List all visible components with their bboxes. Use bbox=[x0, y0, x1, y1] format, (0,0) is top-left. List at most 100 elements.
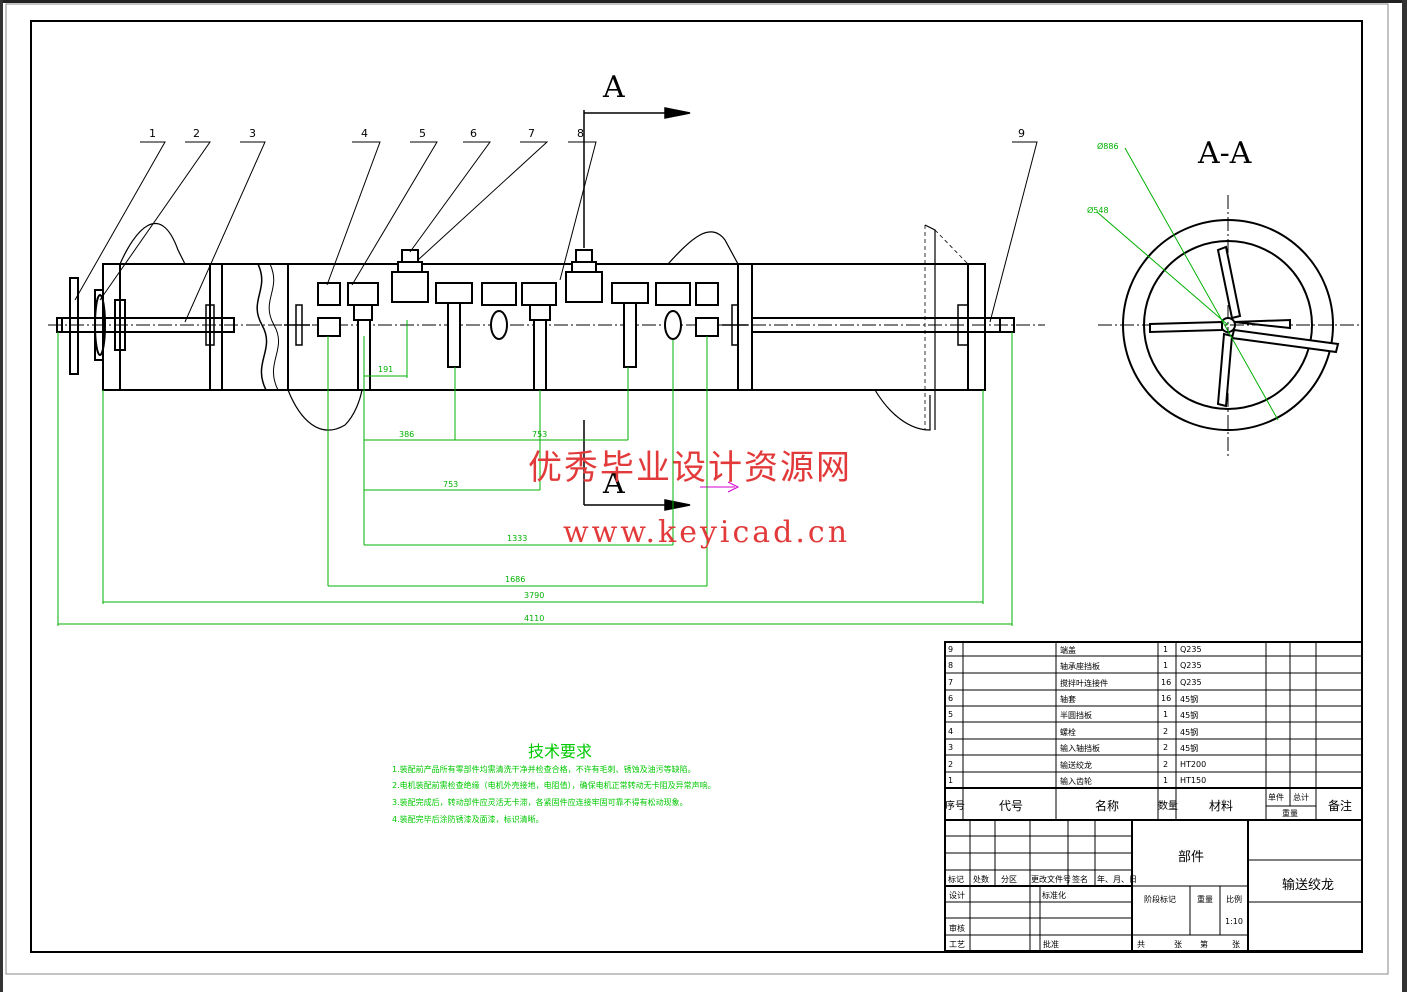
bom-mat: 45钢 bbox=[1180, 728, 1199, 737]
tech-line-2: 2.电机装配前需检查绝缘（电机外壳接地，电阻值），确保电机正常转动无卡阻及异常声… bbox=[392, 781, 716, 790]
bom-no: 8 bbox=[948, 661, 954, 670]
bom-header-code: 代号 bbox=[999, 799, 1024, 813]
bom-qty: 16 bbox=[1161, 678, 1172, 687]
tb-sheet-no: 第 bbox=[1200, 940, 1208, 949]
bom-mat: 45钢 bbox=[1180, 695, 1199, 704]
dia-inner-label: Ø548 bbox=[1087, 206, 1109, 215]
tb-date: 年、月、日 bbox=[1097, 875, 1137, 884]
balloon-1: 1 bbox=[149, 127, 156, 140]
bom-no: 5 bbox=[948, 710, 954, 719]
tb-sheet-of: 张 bbox=[1174, 940, 1182, 949]
cut-label-top: A bbox=[603, 70, 625, 105]
tb-count: 处数 bbox=[973, 875, 989, 884]
bom-qty: 2 bbox=[1163, 727, 1169, 736]
section-cut-line bbox=[583, 107, 691, 511]
dimension-lines bbox=[57, 320, 1013, 626]
bom-header-total: 总计 bbox=[1293, 793, 1309, 802]
tb-scale-value: 1:10 bbox=[1225, 917, 1243, 926]
bom-no: 6 bbox=[948, 694, 954, 703]
dim-753-a: 753 bbox=[532, 430, 548, 439]
tb-scale: 比例 bbox=[1226, 895, 1242, 904]
watermark-url[interactable]: www.keyicad.cn bbox=[563, 515, 851, 550]
balloon-8: 8 bbox=[577, 127, 584, 140]
tb-process: 工艺 bbox=[949, 940, 965, 949]
bom-qty: 2 bbox=[1163, 743, 1169, 752]
tb-standard: 标准化 bbox=[1042, 891, 1066, 900]
bom-header-weight: 重量 bbox=[1282, 809, 1298, 818]
bom-name: 螺栓 bbox=[1060, 728, 1076, 737]
dim-191: 191 bbox=[378, 365, 394, 374]
balloon-7: 7 bbox=[528, 127, 535, 140]
bom-name: 输入齿轮 bbox=[1060, 777, 1092, 786]
bom-header-unit: 单件 bbox=[1268, 793, 1284, 802]
bom-mat: HT150 bbox=[1180, 776, 1207, 785]
bom-name: 输入轴挡板 bbox=[1060, 744, 1100, 753]
tb-stage: 阶段标记 bbox=[1144, 895, 1176, 904]
bom-mat: 45钢 bbox=[1180, 744, 1199, 753]
bom-mat: 45钢 bbox=[1180, 711, 1199, 720]
bom-name: 半圆挡板 bbox=[1060, 711, 1092, 720]
dim-1686: 1686 bbox=[505, 575, 526, 584]
shaft bbox=[61, 317, 1015, 333]
tb-sheet-no-of: 张 bbox=[1232, 940, 1240, 949]
bom-name: 轴承座挡板 bbox=[1060, 662, 1100, 671]
bom-name: 输送绞龙 bbox=[1060, 761, 1092, 770]
leader-lines bbox=[74, 141, 1038, 323]
dim-753-b: 753 bbox=[443, 480, 459, 489]
bom-header-mat: 材料 bbox=[1209, 799, 1234, 813]
dim-3790: 3790 bbox=[524, 591, 545, 600]
bom-header-remark: 备注 bbox=[1328, 799, 1353, 813]
bom-name: 搅拌叶连接件 bbox=[1060, 679, 1108, 688]
bom-qty: 1 bbox=[1163, 645, 1169, 654]
dim-4110: 4110 bbox=[524, 614, 545, 623]
tech-requirements-title: 技术要求 bbox=[528, 742, 593, 761]
tech-line-4: 4.装配完毕后涂防锈漆及面漆，标识清晰。 bbox=[392, 815, 544, 824]
section-view-a-a bbox=[1096, 147, 1360, 458]
bom-mat: Q235 bbox=[1180, 678, 1202, 687]
bom-no: 7 bbox=[948, 678, 954, 687]
bom-no: 2 bbox=[948, 760, 954, 769]
title-block bbox=[944, 819, 1363, 952]
tb-review: 审核 bbox=[949, 924, 965, 933]
dim-1333: 1333 bbox=[507, 534, 528, 543]
watermark-title: 优秀毕业设计资源网 bbox=[528, 448, 852, 488]
bom-mat: HT200 bbox=[1180, 760, 1207, 769]
input-gear bbox=[56, 277, 126, 375]
bom-mat: Q235 bbox=[1180, 645, 1202, 654]
tech-line-3: 3.装配完成后，转动部件应灵活无卡滞，各紧固件应连接牢固可靠不得有松动现象。 bbox=[392, 798, 688, 807]
balloon-3: 3 bbox=[249, 127, 256, 140]
dim-386: 386 bbox=[399, 430, 415, 439]
cut-label-bottom: A bbox=[603, 466, 625, 501]
bom-mat: Q235 bbox=[1180, 661, 1202, 670]
tech-line-1: 1.装配前产品所有零部件均需清洗干净并检查合格，不许有毛刺、锈蚀及油污等缺陷。 bbox=[392, 765, 696, 774]
drawing-border bbox=[30, 20, 1363, 953]
balloon-5: 5 bbox=[419, 127, 426, 140]
tb-sheets: 共 bbox=[1137, 940, 1145, 949]
dia-outer-label: Ø886 bbox=[1097, 142, 1119, 151]
section-view-title: A-A bbox=[1198, 136, 1252, 171]
bom-no: 1 bbox=[948, 776, 954, 785]
bom-header-name: 名称 bbox=[1095, 799, 1120, 813]
balloon-2: 2 bbox=[193, 127, 200, 140]
bom-no: 3 bbox=[948, 743, 954, 752]
tb-sign: 签名 bbox=[1072, 875, 1088, 884]
bom-name: 端盖 bbox=[1060, 646, 1076, 655]
bom-qty: 1 bbox=[1163, 661, 1169, 670]
balloon-6: 6 bbox=[470, 127, 477, 140]
bom-qty: 2 bbox=[1163, 760, 1169, 769]
tb-change-doc: 更改文件号 bbox=[1031, 875, 1071, 884]
tb-weight: 重量 bbox=[1197, 895, 1213, 904]
bom-name: 轴套 bbox=[1060, 695, 1076, 704]
balloon-4: 4 bbox=[361, 127, 368, 140]
bom-qty: 1 bbox=[1163, 776, 1169, 785]
bom-qty: 1 bbox=[1163, 710, 1169, 719]
bom-header-no: 序号 bbox=[945, 801, 965, 812]
agitator-assembly bbox=[317, 249, 719, 391]
bom-no: 9 bbox=[948, 645, 954, 654]
tb-approve: 批准 bbox=[1043, 940, 1059, 949]
bom-qty: 16 bbox=[1161, 694, 1172, 703]
balloon-9: 9 bbox=[1018, 127, 1025, 140]
bom-header-qty: 数量 bbox=[1158, 801, 1178, 812]
drawing-name: 输送绞龙 bbox=[1282, 878, 1335, 893]
